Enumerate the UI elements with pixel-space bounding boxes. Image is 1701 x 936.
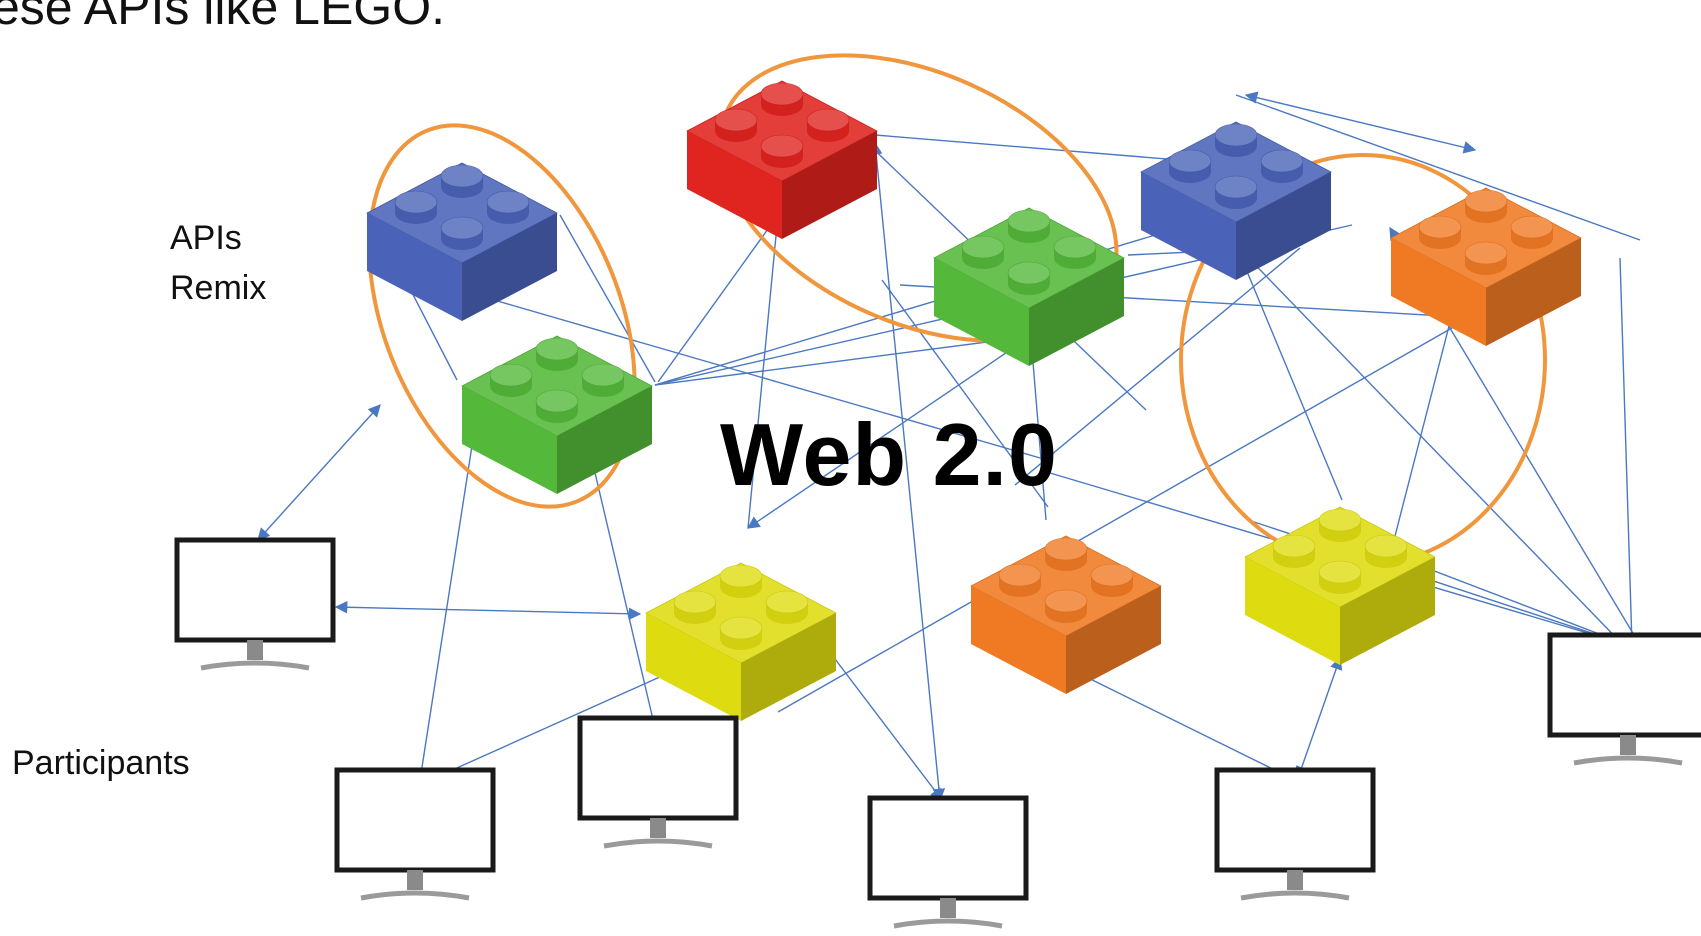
monitor-2 (334, 767, 496, 901)
connector-line (1235, 244, 1343, 501)
connector-line (1030, 337, 1047, 521)
monitor-layer (174, 537, 1701, 929)
brick-red-1 (686, 80, 878, 239)
apis-label: APIs (170, 219, 242, 257)
connector-line (493, 299, 1048, 461)
connector-line (1619, 257, 1638, 647)
brick-blue-2 (1140, 121, 1332, 280)
participants-label: Participants (12, 744, 190, 782)
brick-green-1 (461, 335, 653, 494)
brick-layer (366, 80, 1582, 721)
connector-line (1066, 667, 1297, 781)
monitor-4 (867, 795, 1029, 929)
connector-line (1295, 656, 1343, 780)
brick-yellow-1 (645, 562, 837, 721)
monitor-5 (1214, 767, 1376, 901)
group-ring (367, 123, 637, 509)
monitor-6 (1547, 632, 1701, 766)
web-2-0-label: Web 2.0 (720, 405, 1058, 504)
brick-orange-1 (1390, 187, 1582, 346)
connector-line (654, 333, 1020, 386)
connector-line (559, 214, 656, 383)
remix-label: Remix (170, 269, 267, 307)
connector-line (591, 459, 659, 730)
connector-line (869, 141, 946, 802)
brick-orange-2 (970, 535, 1162, 694)
connector-line (334, 600, 642, 621)
connector-line (657, 214, 779, 383)
connector-line (1244, 91, 1477, 154)
brick-blue-1 (366, 162, 558, 321)
connector-line (257, 404, 381, 541)
connector-line (831, 654, 943, 802)
monitor-1 (174, 537, 336, 671)
monitor-3 (577, 715, 739, 849)
connector-line (1014, 247, 1301, 486)
slide-heading: ese APIs like LEGO. (0, 0, 445, 35)
brick-green-2 (933, 207, 1125, 366)
connector-line (1235, 94, 1641, 241)
connector-line (415, 419, 477, 782)
brick-yellow-2 (1244, 506, 1436, 665)
